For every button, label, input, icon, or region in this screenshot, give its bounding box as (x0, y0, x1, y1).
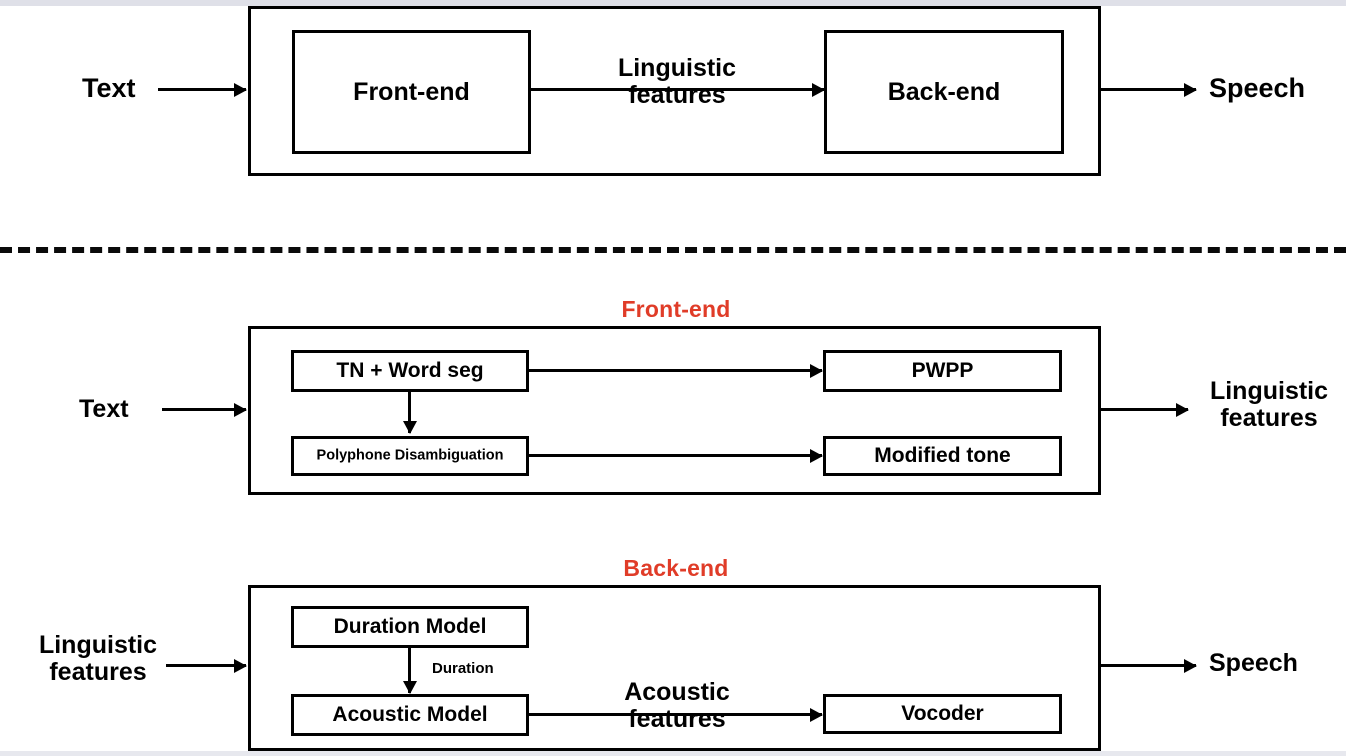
backend-output-arrow (1101, 664, 1196, 667)
backend-block-acoustic-model[interactable]: Acoustic Model (291, 694, 529, 736)
frontend-block-pwpp-label: PWPP (911, 358, 974, 382)
overview-output-arrow (1101, 88, 1196, 91)
backend-block-duration-model-label: Duration Model (333, 614, 487, 638)
overview-input-label: Text (82, 73, 136, 103)
overview-edge-label-linguistic-features: Linguistic features (617, 54, 737, 109)
backend-edge-label-duration: Duration (432, 660, 494, 677)
frontend-block-pwpp[interactable]: PWPP (823, 350, 1062, 392)
backend-input-arrow (166, 664, 246, 667)
backend-edge-label-acoustic-features: Acoustic features (624, 678, 730, 733)
frontend-block-tn-word-seg[interactable]: TN + Word seg (291, 350, 529, 392)
overview-input-arrow (158, 88, 246, 91)
overview-block-front-end-label: Front-end (353, 77, 470, 106)
backend-output-label: Speech (1209, 649, 1298, 677)
frontend-block-polyphone-label: Polyphone Disambiguation (316, 447, 504, 464)
overview-block-back-end[interactable]: Back-end (824, 30, 1064, 154)
top-chrome-band (0, 0, 1346, 6)
overview-block-back-end-label: Back-end (887, 77, 1001, 106)
backend-arrow-acoustic-to-vocoder (529, 713, 822, 716)
frontend-block-modified-tone[interactable]: Modified tone (823, 436, 1062, 476)
backend-block-acoustic-model-label: Acoustic Model (332, 702, 488, 726)
backend-block-vocoder[interactable]: Vocoder (823, 694, 1062, 734)
section-divider (0, 247, 1346, 253)
overview-middle-arrow (531, 88, 824, 91)
backend-input-label: Linguistic features (38, 631, 158, 686)
backend-section-title: Back-end (623, 555, 729, 581)
overview-output-label: Speech (1209, 73, 1306, 103)
frontend-block-modified-tone-label: Modified tone (874, 443, 1011, 467)
frontend-block-polyphone[interactable]: Polyphone Disambiguation (291, 436, 529, 476)
frontend-input-label: Text (79, 395, 129, 423)
frontend-output-arrow (1101, 408, 1188, 411)
backend-block-duration-model[interactable]: Duration Model (291, 606, 529, 648)
overview-block-front-end[interactable]: Front-end (292, 30, 531, 154)
frontend-arrow-tn-to-polyphone (408, 392, 411, 433)
bottom-chrome-band (0, 751, 1346, 756)
frontend-input-arrow (162, 408, 246, 411)
frontend-arrow-tn-to-pwpp (529, 369, 822, 372)
frontend-section-title: Front-end (621, 296, 731, 322)
frontend-arrow-polyphone-to-modified-tone (529, 454, 822, 457)
frontend-block-tn-word-seg-label: TN + Word seg (336, 358, 484, 382)
backend-arrow-duration-to-acoustic (408, 648, 411, 693)
backend-block-vocoder-label: Vocoder (901, 701, 984, 725)
frontend-output-label: Linguistic features (1209, 377, 1329, 432)
